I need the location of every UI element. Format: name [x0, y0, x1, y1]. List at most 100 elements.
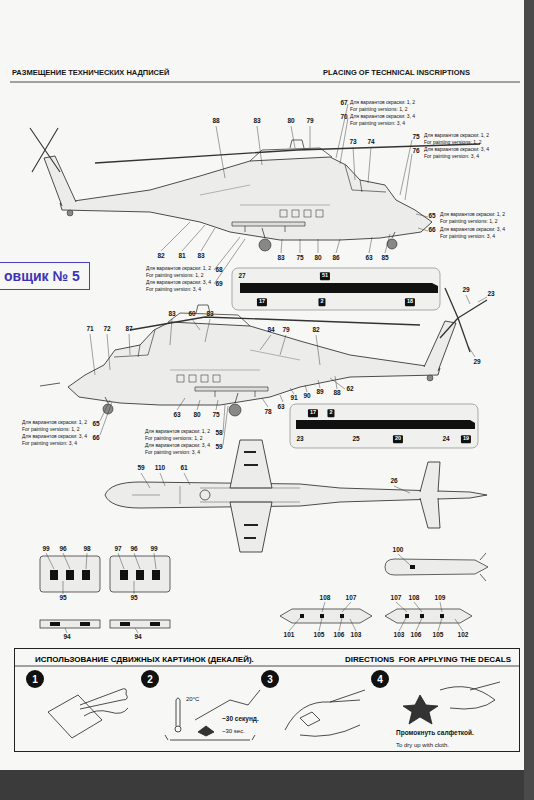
callout-number: 69	[215, 281, 222, 288]
step-circle: 4	[371, 670, 389, 688]
callout-number: 59	[137, 465, 144, 472]
panel-heading: ИСПОЛЬЗОВАНИЕ СДВИЖНЫХ КАРТИНОК (ДЕКАЛЕЙ…	[35, 655, 254, 664]
note-text: Для вариантов окраски: 3, 4	[440, 227, 505, 232]
callout-number: 18	[405, 298, 415, 306]
callout-number: 17	[308, 409, 318, 417]
note-text: For painting version: 3, 4	[145, 450, 200, 455]
note-text: For painting versions: 1, 2	[350, 107, 408, 112]
note-text: Для вариантов окраски: 3, 4	[146, 280, 211, 285]
note-text: Для вариантов окраски: 3, 4	[424, 147, 489, 152]
note-text: ~30 sec.	[222, 728, 245, 734]
note-text: For painting versions: 1, 2	[146, 273, 204, 278]
callout-number: 88	[212, 118, 219, 125]
callout-number: 94	[63, 634, 70, 641]
callout-number: 19	[461, 435, 471, 443]
callout-number: 76	[412, 148, 419, 155]
callout-number: 23	[487, 291, 494, 298]
note-text: Для вариантов окраски: 1, 2	[424, 133, 489, 138]
step-circle: 1	[26, 670, 44, 688]
note-text: Для вариантов окраски: 1, 2	[146, 266, 211, 271]
callout-number: 59	[215, 444, 222, 451]
callout-number: 23	[296, 436, 303, 443]
note-text: 20°C	[186, 696, 199, 702]
stamp-text: овщик № 5	[4, 268, 80, 284]
callout-number: 106	[334, 632, 345, 639]
callout-number: 74	[367, 139, 374, 146]
stamp-box: овщик № 5	[0, 262, 90, 290]
callout-number: 17	[257, 298, 267, 306]
callout-number: 108	[320, 595, 331, 602]
callout-number: 108	[409, 595, 420, 602]
callout-number: 83	[206, 311, 213, 318]
callout-number: 65	[428, 213, 435, 220]
callout-number: 95	[59, 595, 66, 602]
callout-number: 107	[391, 595, 402, 602]
callout-number: 105	[314, 632, 325, 639]
panel-heading: DIRECTIONS FOR APPLYING THE DECALS	[345, 655, 511, 664]
callout-number: 2	[327, 409, 334, 417]
callout-number: 86	[332, 255, 339, 262]
callout-number: 71	[86, 326, 93, 333]
callout-number: 97	[114, 546, 121, 553]
note-text: For painting versions: 1, 2	[145, 436, 203, 441]
note-text: Для вариантов окраски: 1, 2	[22, 420, 87, 425]
callout-number: 58	[215, 430, 222, 437]
callout-number: 103	[351, 632, 362, 639]
callout-number: 26	[390, 478, 397, 485]
callout-number: 61	[180, 465, 187, 472]
callout-number: 83	[197, 253, 204, 260]
callout-number: 99	[42, 546, 49, 553]
callout-number: 99	[150, 546, 157, 553]
callout-number: 65	[92, 421, 99, 428]
callout-number: 82	[312, 327, 319, 334]
callout-number: 91	[290, 395, 297, 402]
callout-number: 100	[393, 547, 404, 554]
step-number: 1	[32, 674, 38, 685]
step-number: 4	[377, 674, 383, 685]
step-number: 3	[267, 674, 273, 685]
callout-number: 83	[277, 255, 284, 262]
callout-number: 79	[282, 327, 289, 334]
callout-number: 75	[212, 412, 219, 419]
note-text: For painting versions: 1, 2	[22, 427, 80, 432]
callout-number: 106	[411, 632, 422, 639]
callout-number: 94	[134, 634, 141, 641]
callout-number: 95	[130, 595, 137, 602]
callout-number: 84	[267, 327, 274, 334]
note-text: Для вариантов окраски: 1, 2	[440, 212, 505, 217]
callout-number: 98	[83, 546, 90, 553]
callout-number: 85	[381, 255, 388, 262]
note-text: To dry up with cloth.	[396, 742, 449, 748]
callout-number: 89	[316, 389, 323, 396]
callout-number: 78	[264, 409, 271, 416]
callout-number: 67	[340, 100, 347, 107]
callout-number: 105	[433, 632, 444, 639]
callout-number: 29	[473, 359, 480, 366]
callout-number: 103	[394, 632, 405, 639]
callout-number: 66	[428, 227, 435, 234]
callout-number: 73	[349, 139, 356, 146]
callout-number: 75	[412, 134, 419, 141]
callout-number: 101	[284, 632, 295, 639]
callout-number: 20	[393, 435, 403, 443]
callout-number: 107	[346, 595, 357, 602]
callout-number: 75	[296, 255, 303, 262]
step-circle: 2	[141, 670, 159, 688]
callout-number: 102	[458, 632, 469, 639]
note-text: For painting version: 3, 4	[350, 121, 405, 126]
callout-number: 82	[157, 253, 164, 260]
note-text: For painting version: 3, 4	[146, 287, 201, 292]
note-text: ~30 секунд.	[222, 716, 259, 723]
callout-number: 81	[178, 253, 185, 260]
note-text: Для вариантов окраски: 3, 4	[145, 443, 210, 448]
note-text: Для вариантов окраски: 3, 4	[350, 114, 415, 119]
note-text: For painting version: 3, 4	[424, 154, 479, 159]
callout-number: 87	[125, 326, 132, 333]
callout-number: 110	[155, 465, 166, 472]
callout-number: 80	[193, 412, 200, 419]
callout-number: 60	[188, 311, 195, 318]
note-text: Для вариантов окраски: 1, 2	[145, 429, 210, 434]
callout-number: 27	[238, 273, 245, 280]
callout-number: 63	[365, 255, 372, 262]
callout-number: 51	[320, 272, 330, 280]
